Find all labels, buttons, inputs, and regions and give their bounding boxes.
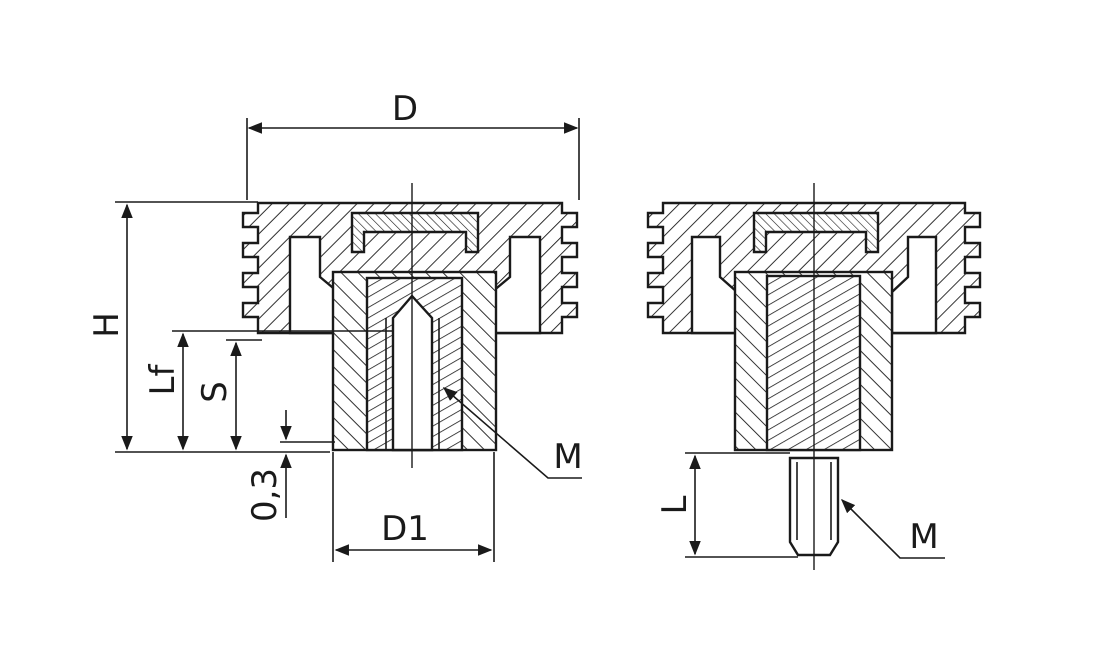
right-cap-insert xyxy=(752,211,880,254)
label-D1: D1 xyxy=(381,509,429,549)
left-view: D H Lf S 0,3 D1 M xyxy=(87,89,583,562)
label-D: D xyxy=(392,89,418,129)
label-H: H xyxy=(87,312,127,338)
leader-M-left xyxy=(442,387,582,479)
label-S: S xyxy=(195,381,235,403)
label-M-right: M xyxy=(909,517,938,557)
label-Lf: Lf xyxy=(143,364,183,396)
right-view: L M xyxy=(646,183,982,570)
leader-M-right xyxy=(840,498,945,559)
label-gap: 0,3 xyxy=(245,468,285,522)
label-M-left: M xyxy=(553,437,582,477)
left-cap-insert xyxy=(350,211,480,254)
label-L: L xyxy=(655,495,695,514)
